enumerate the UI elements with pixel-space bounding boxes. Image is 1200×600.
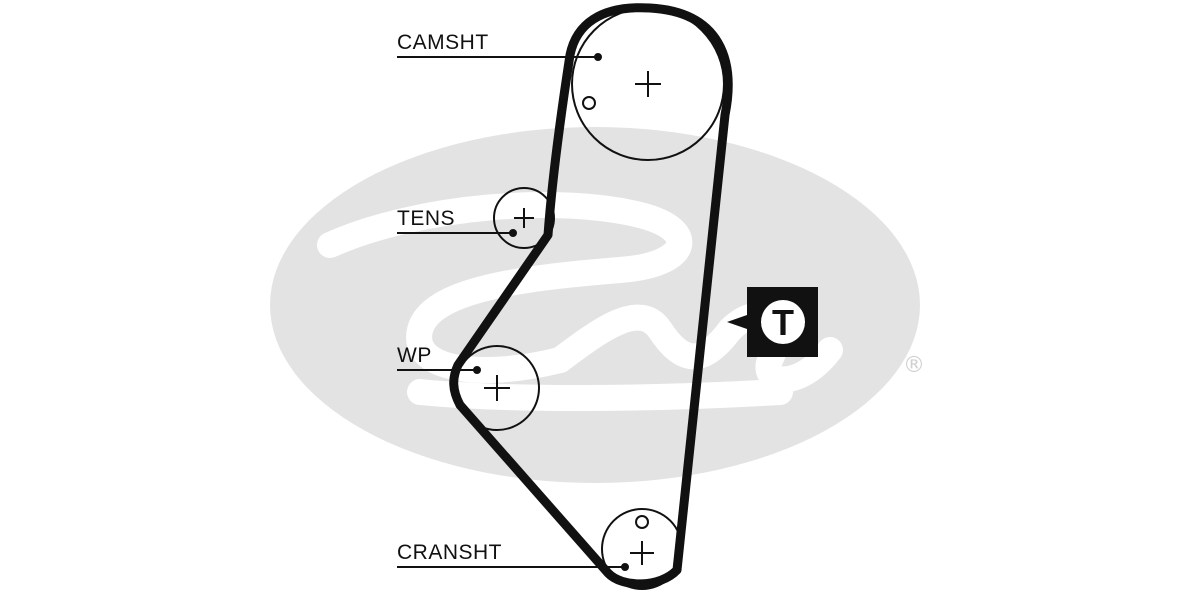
- tension-marker-letter: T: [772, 302, 794, 343]
- tension-marker-circle: [761, 300, 805, 344]
- registered-mark: ®: [903, 353, 925, 378]
- camshaft-pulley: [571, 7, 725, 161]
- crankshaft-label: CRANSHT: [397, 541, 502, 564]
- crankshaft-timing-mark: [635, 515, 649, 529]
- tensioner-center-cross: [514, 208, 534, 228]
- watermark-ellipse: [270, 127, 920, 483]
- crankshaft-pulley: [601, 508, 683, 590]
- camshaft-center-cross: [635, 71, 661, 97]
- crankshaft-center-cross: [630, 541, 654, 565]
- camshaft-label: CAMSHT: [397, 31, 489, 54]
- water-pump-center-cross: [484, 375, 510, 401]
- tension-marker: T: [727, 287, 818, 357]
- camshaft-timing-mark: [582, 96, 596, 110]
- gates-logo-watermark: ®: [270, 127, 925, 483]
- water-pump-pulley: [454, 345, 540, 431]
- tensioner-label: TENS: [397, 207, 455, 230]
- leader-lines: [397, 53, 629, 571]
- tensioner-pulley: [493, 187, 555, 249]
- water-pump-label: WP: [397, 344, 432, 367]
